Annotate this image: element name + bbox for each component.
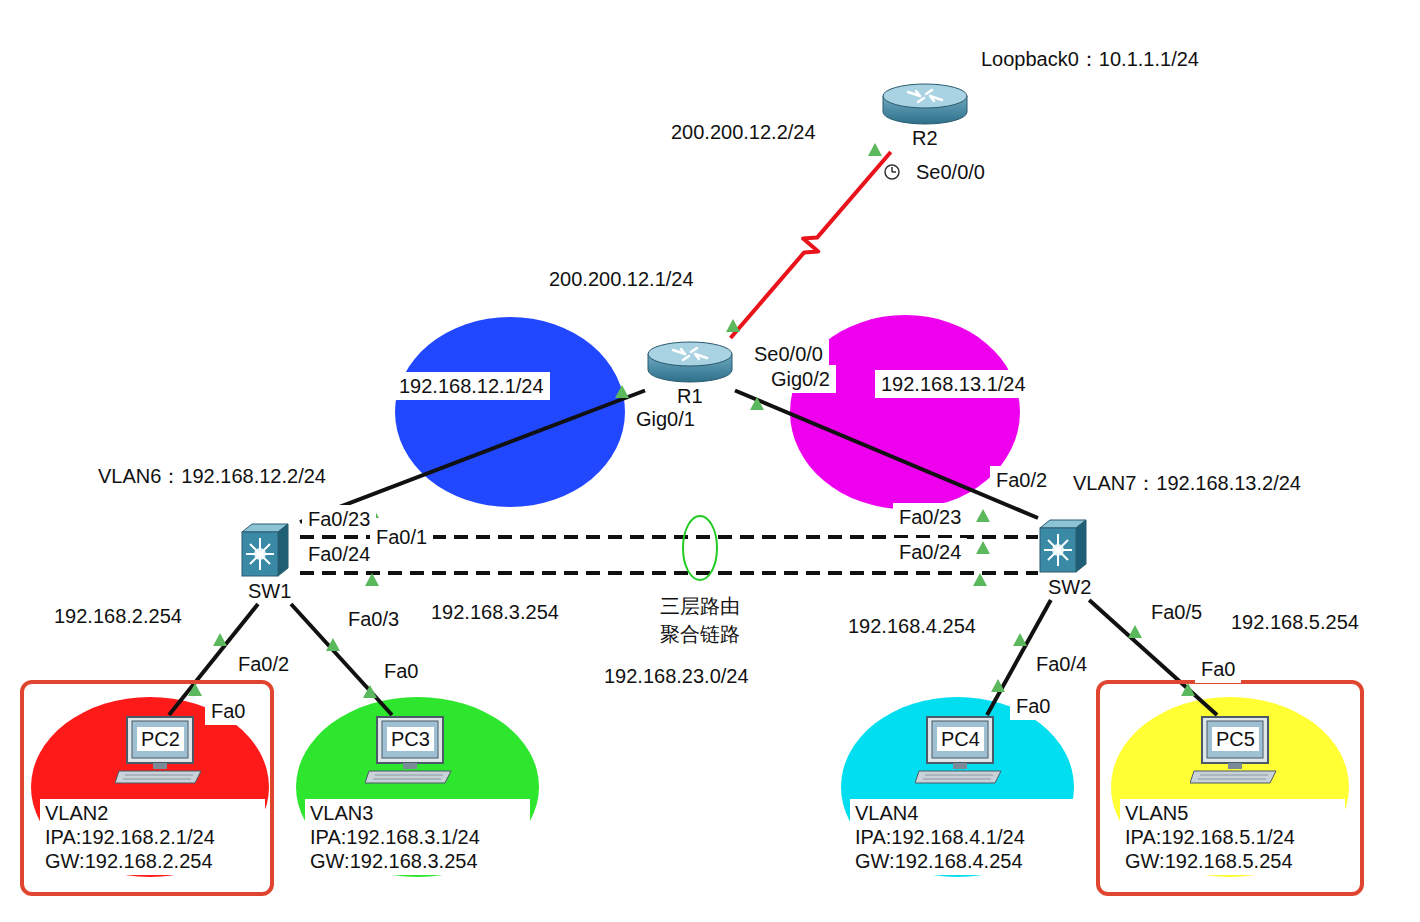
switch-node: SW1 xyxy=(240,522,300,604)
port-marker xyxy=(726,319,740,332)
port-marker xyxy=(991,679,1005,692)
serial-link xyxy=(731,152,891,338)
port-label: Fa0/23 xyxy=(302,505,376,533)
port-marker xyxy=(976,509,990,522)
device-name: PC3 xyxy=(387,727,434,751)
port-marker xyxy=(1128,625,1142,638)
vlan-address-text: VLAN2 IPA:192.168.2.1/24 GW:192.168.2.25… xyxy=(40,799,265,875)
highlight-frame xyxy=(22,682,272,894)
address-label: 192.168.23.0/24 xyxy=(598,662,755,690)
router-node: R1 xyxy=(645,338,735,408)
port-label: Fa0 xyxy=(1010,692,1056,720)
address-label: 192.168.12.1/24 xyxy=(393,372,550,400)
ethernet-link xyxy=(735,391,1038,519)
port-marker xyxy=(213,633,227,646)
port-label: Gig0/2 xyxy=(765,365,836,393)
device-name: SW1 xyxy=(246,579,293,603)
address-label: 192.168.5.254 xyxy=(1225,608,1365,636)
address-label: 192.168.2.254 xyxy=(48,602,188,630)
port-label: Fa0/24 xyxy=(893,538,967,566)
address-label: 200.200.12.2/24 xyxy=(665,118,822,146)
port-marker xyxy=(1181,683,1195,696)
port-marker xyxy=(615,385,629,398)
port-marker xyxy=(973,573,987,586)
port-marker xyxy=(365,573,379,586)
switch-icon xyxy=(240,522,290,578)
port-label: Gig0/1 xyxy=(630,405,701,433)
port-marker xyxy=(750,397,764,410)
port-marker xyxy=(868,143,882,156)
pc-node: PC4 xyxy=(915,715,1005,787)
device-name: R2 xyxy=(910,126,940,150)
port-label: Fa0/23 xyxy=(893,503,967,531)
vlan-zone: VLAN3 IPA:192.168.3.1/24 GW:192.168.3.25… xyxy=(295,695,540,893)
port-label: Se0/0/0 xyxy=(910,158,991,186)
clock-symbol xyxy=(885,165,899,179)
pc-icon xyxy=(1190,715,1280,787)
address-label: 三层路由 xyxy=(654,592,746,620)
pc-icon xyxy=(365,715,455,787)
device-name: PC5 xyxy=(1212,727,1259,751)
vlan-address-text: VLAN3 IPA:192.168.3.1/24 GW:192.168.3.25… xyxy=(305,799,530,875)
port-label: Fa0/3 xyxy=(342,605,405,633)
port-marker xyxy=(976,541,990,554)
port-marker xyxy=(363,685,377,698)
pc-node: PC3 xyxy=(365,715,455,787)
port-marker xyxy=(326,638,340,651)
pc-icon xyxy=(115,715,205,787)
port-label: Fa0/2 xyxy=(232,650,295,678)
switch-node: SW2 xyxy=(1038,518,1102,600)
device-name: PC4 xyxy=(937,727,984,751)
port-label: Fa0 xyxy=(378,657,424,685)
port-marker xyxy=(188,683,202,696)
vlan-zone: VLAN5 IPA:192.168.5.1/24 GW:192.168.5.25… xyxy=(1110,695,1350,893)
address-label: 192.168.3.254 xyxy=(425,598,565,626)
aggregation-ring xyxy=(683,516,717,580)
vlan-address-text: VLAN5 IPA:192.168.5.1/24 GW:192.168.5.25… xyxy=(1120,799,1345,875)
aggregated-link xyxy=(300,571,1038,575)
address-label: 200.200.12.1/24 xyxy=(543,265,700,293)
address-label: 192.168.13.1/24 xyxy=(875,370,1032,398)
highlight-frame xyxy=(1098,682,1362,894)
subnet-ellipse xyxy=(395,317,625,507)
port-label: Fa0/1 xyxy=(370,523,433,551)
pc-node: PC5 xyxy=(1190,715,1280,787)
port-label: Se0/0/0 xyxy=(748,340,829,368)
port-label: Fa0/5 xyxy=(1145,598,1208,626)
switch-icon xyxy=(1038,518,1088,574)
vlan-zone: VLAN4 IPA:192.168.4.1/24 GW:192.168.4.25… xyxy=(840,695,1075,893)
port-label: Fa0 xyxy=(1195,655,1241,683)
port-label: Fa0 xyxy=(205,697,251,725)
port-label: Fa0/24 xyxy=(302,540,376,568)
router-icon xyxy=(645,338,735,386)
device-name: PC2 xyxy=(137,727,184,751)
address-label: VLAN6：192.168.12.2/24 xyxy=(92,462,332,490)
pc-icon xyxy=(915,715,1005,787)
ethernet-link xyxy=(300,391,645,523)
port-label: Fa0/4 xyxy=(1030,650,1093,678)
vlan-address-text: VLAN4 IPA:192.168.4.1/24 GW:192.168.4.25… xyxy=(850,799,1075,875)
address-label: Loopback0：10.1.1.1/24 xyxy=(975,45,1205,73)
port-marker xyxy=(365,505,379,518)
pc-node: PC2 xyxy=(115,715,205,787)
device-name: SW2 xyxy=(1046,575,1093,599)
port-label: Fa0/2 xyxy=(990,466,1053,494)
address-label: VLAN7：192.168.13.2/24 xyxy=(1067,469,1307,497)
address-label: 聚合链路 xyxy=(654,620,746,648)
port-marker xyxy=(1013,633,1027,646)
router-node: R2 xyxy=(880,80,970,152)
address-label: 192.168.4.254 xyxy=(842,612,982,640)
router-icon xyxy=(880,80,970,128)
